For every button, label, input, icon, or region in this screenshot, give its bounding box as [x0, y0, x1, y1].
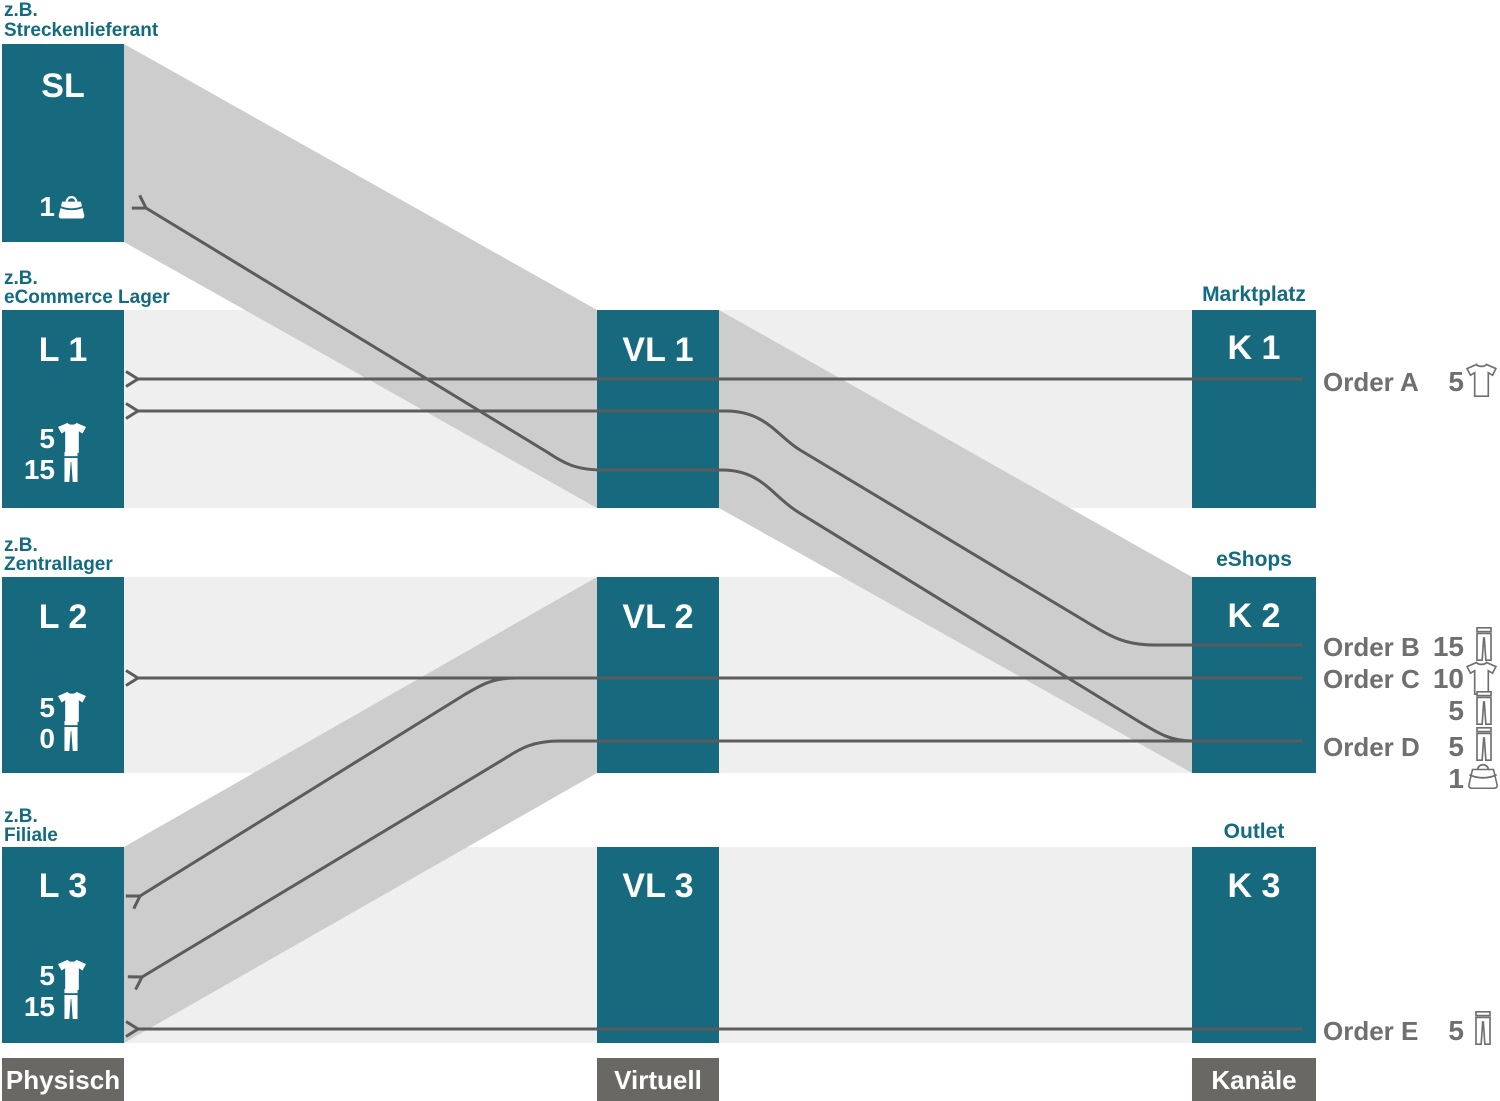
node-vl3: [597, 847, 719, 1043]
node-title-vl2: VL 2: [622, 598, 693, 636]
node-k1: [1192, 310, 1316, 508]
node-l1: [2, 310, 124, 508]
heading-eshops: eShops: [1216, 548, 1292, 571]
stock-qty-l2-shirt: 5: [39, 692, 55, 723]
band-sl-to-vl1: [124, 44, 597, 508]
example-label-l1: eCommerce Lager: [4, 287, 170, 308]
flow-line-order-d-dropship-sl: [146, 208, 1193, 743]
node-title-k1: K 1: [1228, 329, 1281, 367]
example-label-sl: Streckenlieferant: [4, 20, 159, 41]
order-a-label: Order A: [1323, 367, 1419, 397]
order-a-qty: 5: [1448, 366, 1464, 397]
node-title-k3: K 3: [1228, 867, 1281, 905]
footer-box-physisch: [2, 1058, 124, 1101]
footer-label-physisch: Physisch: [6, 1065, 120, 1095]
node-title-vl3: VL 3: [622, 867, 693, 905]
node-l2: [2, 577, 124, 773]
pants-icon: [1476, 627, 1492, 661]
node-title-l3: L 3: [39, 867, 88, 905]
node-title-k2: K 2: [1228, 597, 1281, 635]
order-b-qty: 15: [1433, 631, 1464, 662]
order-d-qty-2: 1: [1448, 763, 1464, 794]
node-title-l1: L 1: [39, 331, 88, 369]
node-title-l2: L 2: [39, 598, 88, 636]
stock-qty-l1-pants: 15: [24, 454, 55, 485]
stock-qty-l3-pants: 15: [24, 991, 55, 1022]
order-d-label: Order D: [1323, 732, 1420, 762]
stock-qty-sl-bag: 1: [39, 191, 55, 222]
order-e-qty: 5: [1448, 1015, 1464, 1046]
footer-box-virtuell: [597, 1058, 719, 1101]
node-l3: [2, 847, 124, 1043]
node-k3: [1192, 847, 1316, 1043]
band-vl1-to-k2: [719, 310, 1192, 773]
order-c-qty-2: 5: [1448, 695, 1464, 726]
example-label-l3: Filiale: [4, 825, 58, 846]
heading-outlet: Outlet: [1224, 820, 1285, 843]
stock-qty-l2-pants: 0: [39, 723, 55, 754]
bag-icon: [1468, 763, 1498, 789]
example-prefix-l3: z.B.: [4, 806, 38, 827]
node-title-vl1: VL 1: [622, 331, 693, 369]
band-vl2-to-l3: [124, 577, 597, 1043]
pants-icon: [1476, 727, 1492, 761]
heading-marktplatz: Marktplatz: [1202, 283, 1306, 306]
flow-line-order-c-branch-l3: [140, 676, 517, 896]
order-c-qty-1: 10: [1433, 663, 1464, 694]
footer-box-kanaele: [1192, 1058, 1316, 1101]
footer-label-kanaele: Kanäle: [1211, 1065, 1296, 1095]
flow-line-order-b: [138, 411, 1303, 647]
pants-icon: [1475, 1011, 1491, 1045]
node-title-sl: SL: [41, 67, 84, 105]
footer-label-virtuell: Virtuell: [614, 1065, 702, 1095]
stock-qty-l3-shirt: 5: [39, 960, 55, 991]
order-e-label: Order E: [1323, 1016, 1418, 1046]
node-vl1: [597, 310, 719, 508]
example-label-l2: Zentrallager: [4, 554, 113, 575]
shirt-icon: [1466, 363, 1497, 397]
order-b-label: Order B: [1323, 632, 1420, 662]
flow-line-order-d: [142, 739, 1303, 977]
example-prefix-l1: z.B.: [4, 268, 38, 289]
stock-qty-l1-shirt: 5: [39, 423, 55, 454]
order-d-qty-1: 5: [1448, 731, 1464, 762]
example-prefix-l2: z.B.: [4, 535, 38, 556]
order-c-label: Order C: [1323, 664, 1420, 694]
pants-icon: [1476, 691, 1492, 725]
example-prefix-sl: z.B.: [4, 0, 38, 21]
shirt-icon: [1466, 661, 1497, 695]
